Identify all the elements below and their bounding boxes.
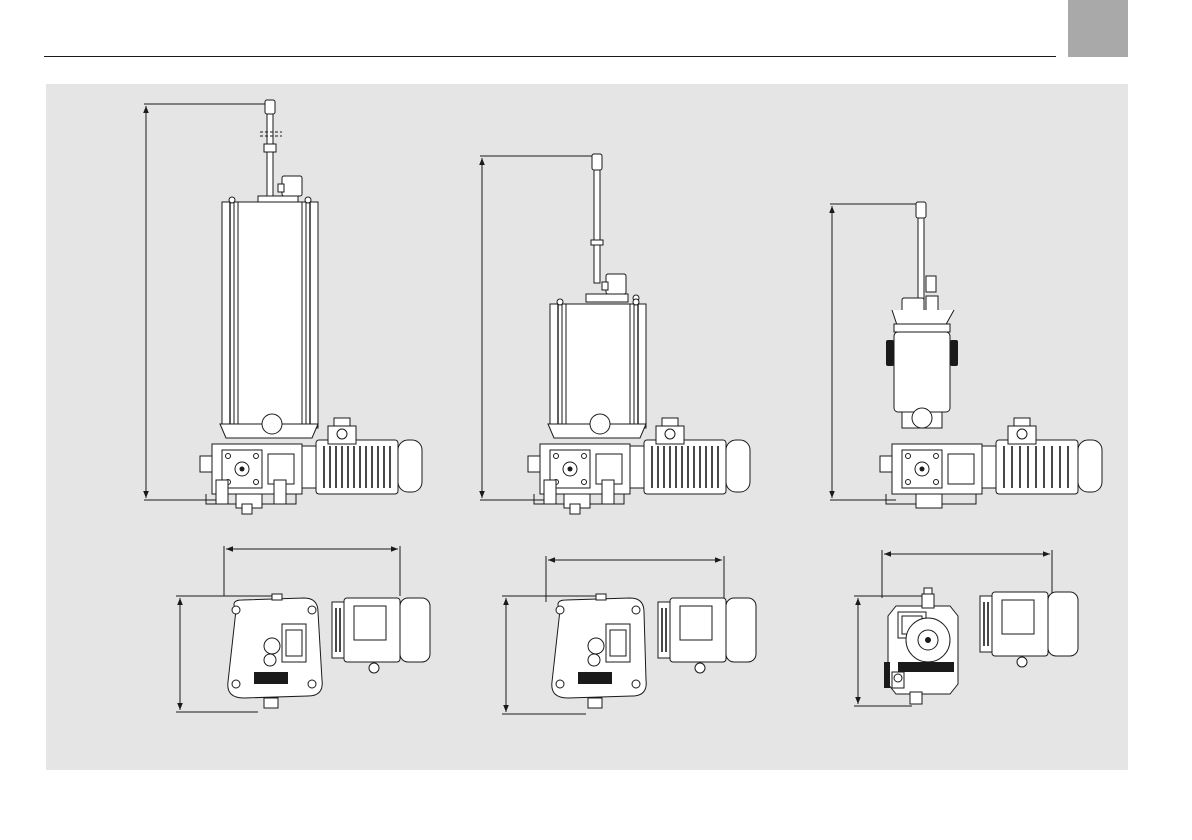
technical-drawing bbox=[46, 84, 1128, 770]
header-rule bbox=[44, 56, 1056, 57]
drawing-panel bbox=[46, 84, 1128, 770]
section-tab bbox=[1068, 0, 1128, 57]
